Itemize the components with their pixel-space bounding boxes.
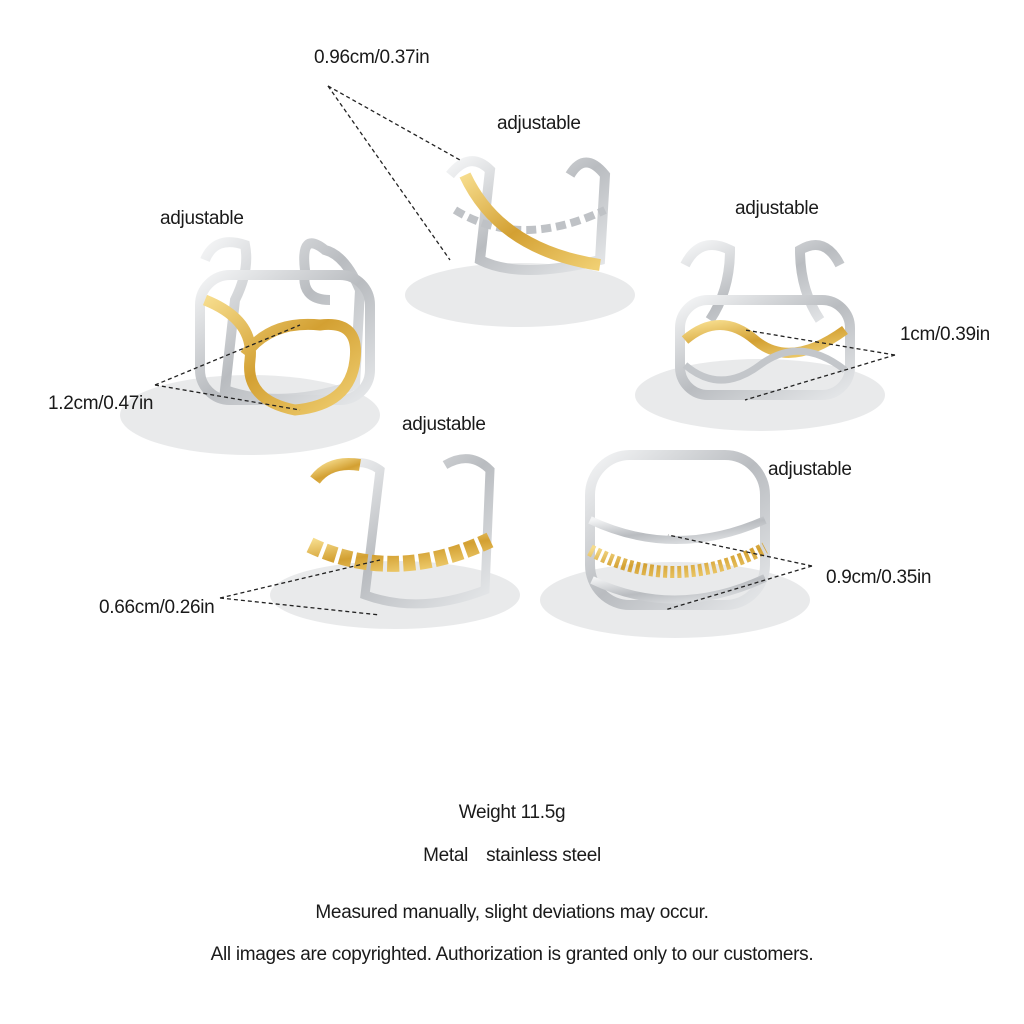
ring-oval-note: adjustable — [160, 208, 244, 229]
metal-label: Metal — [423, 845, 469, 866]
weight-label: Weight — [458, 802, 516, 823]
ring-braid — [270, 454, 520, 629]
metal-value: stainless steel — [486, 845, 601, 866]
ring-triple-band-note: adjustable — [768, 459, 852, 480]
ring-braid-size: 0.66cm/0.26in — [99, 597, 215, 618]
ring-crossover-chain-size: 0.96cm/0.37in — [314, 47, 430, 68]
weight-spec: Weight 11.5g — [0, 802, 1024, 824]
ring-crossover-chain-note: adjustable — [497, 113, 581, 134]
ring-oval — [120, 237, 380, 455]
ring-triple-band — [540, 450, 810, 638]
ring-crossover-chain — [405, 156, 635, 327]
ring-wave — [635, 240, 885, 431]
dimension-lines — [154, 85, 896, 616]
ring-wave-note: adjustable — [735, 198, 819, 219]
weight-value: 11.5g — [520, 802, 566, 823]
ring-braid-note: adjustable — [402, 414, 486, 435]
measure-note: Measured manually, slight deviations may… — [315, 902, 709, 923]
ring-wave-size: 1cm/0.39in — [900, 324, 990, 345]
copyright-note: All images are copyrighted. Authorizatio… — [210, 944, 814, 965]
metal-spec: Metal stainless steel — [0, 845, 1024, 867]
ring-triple-band-size: 0.9cm/0.35in — [826, 567, 932, 588]
ring-oval-size: 1.2cm/0.47in — [48, 393, 154, 414]
